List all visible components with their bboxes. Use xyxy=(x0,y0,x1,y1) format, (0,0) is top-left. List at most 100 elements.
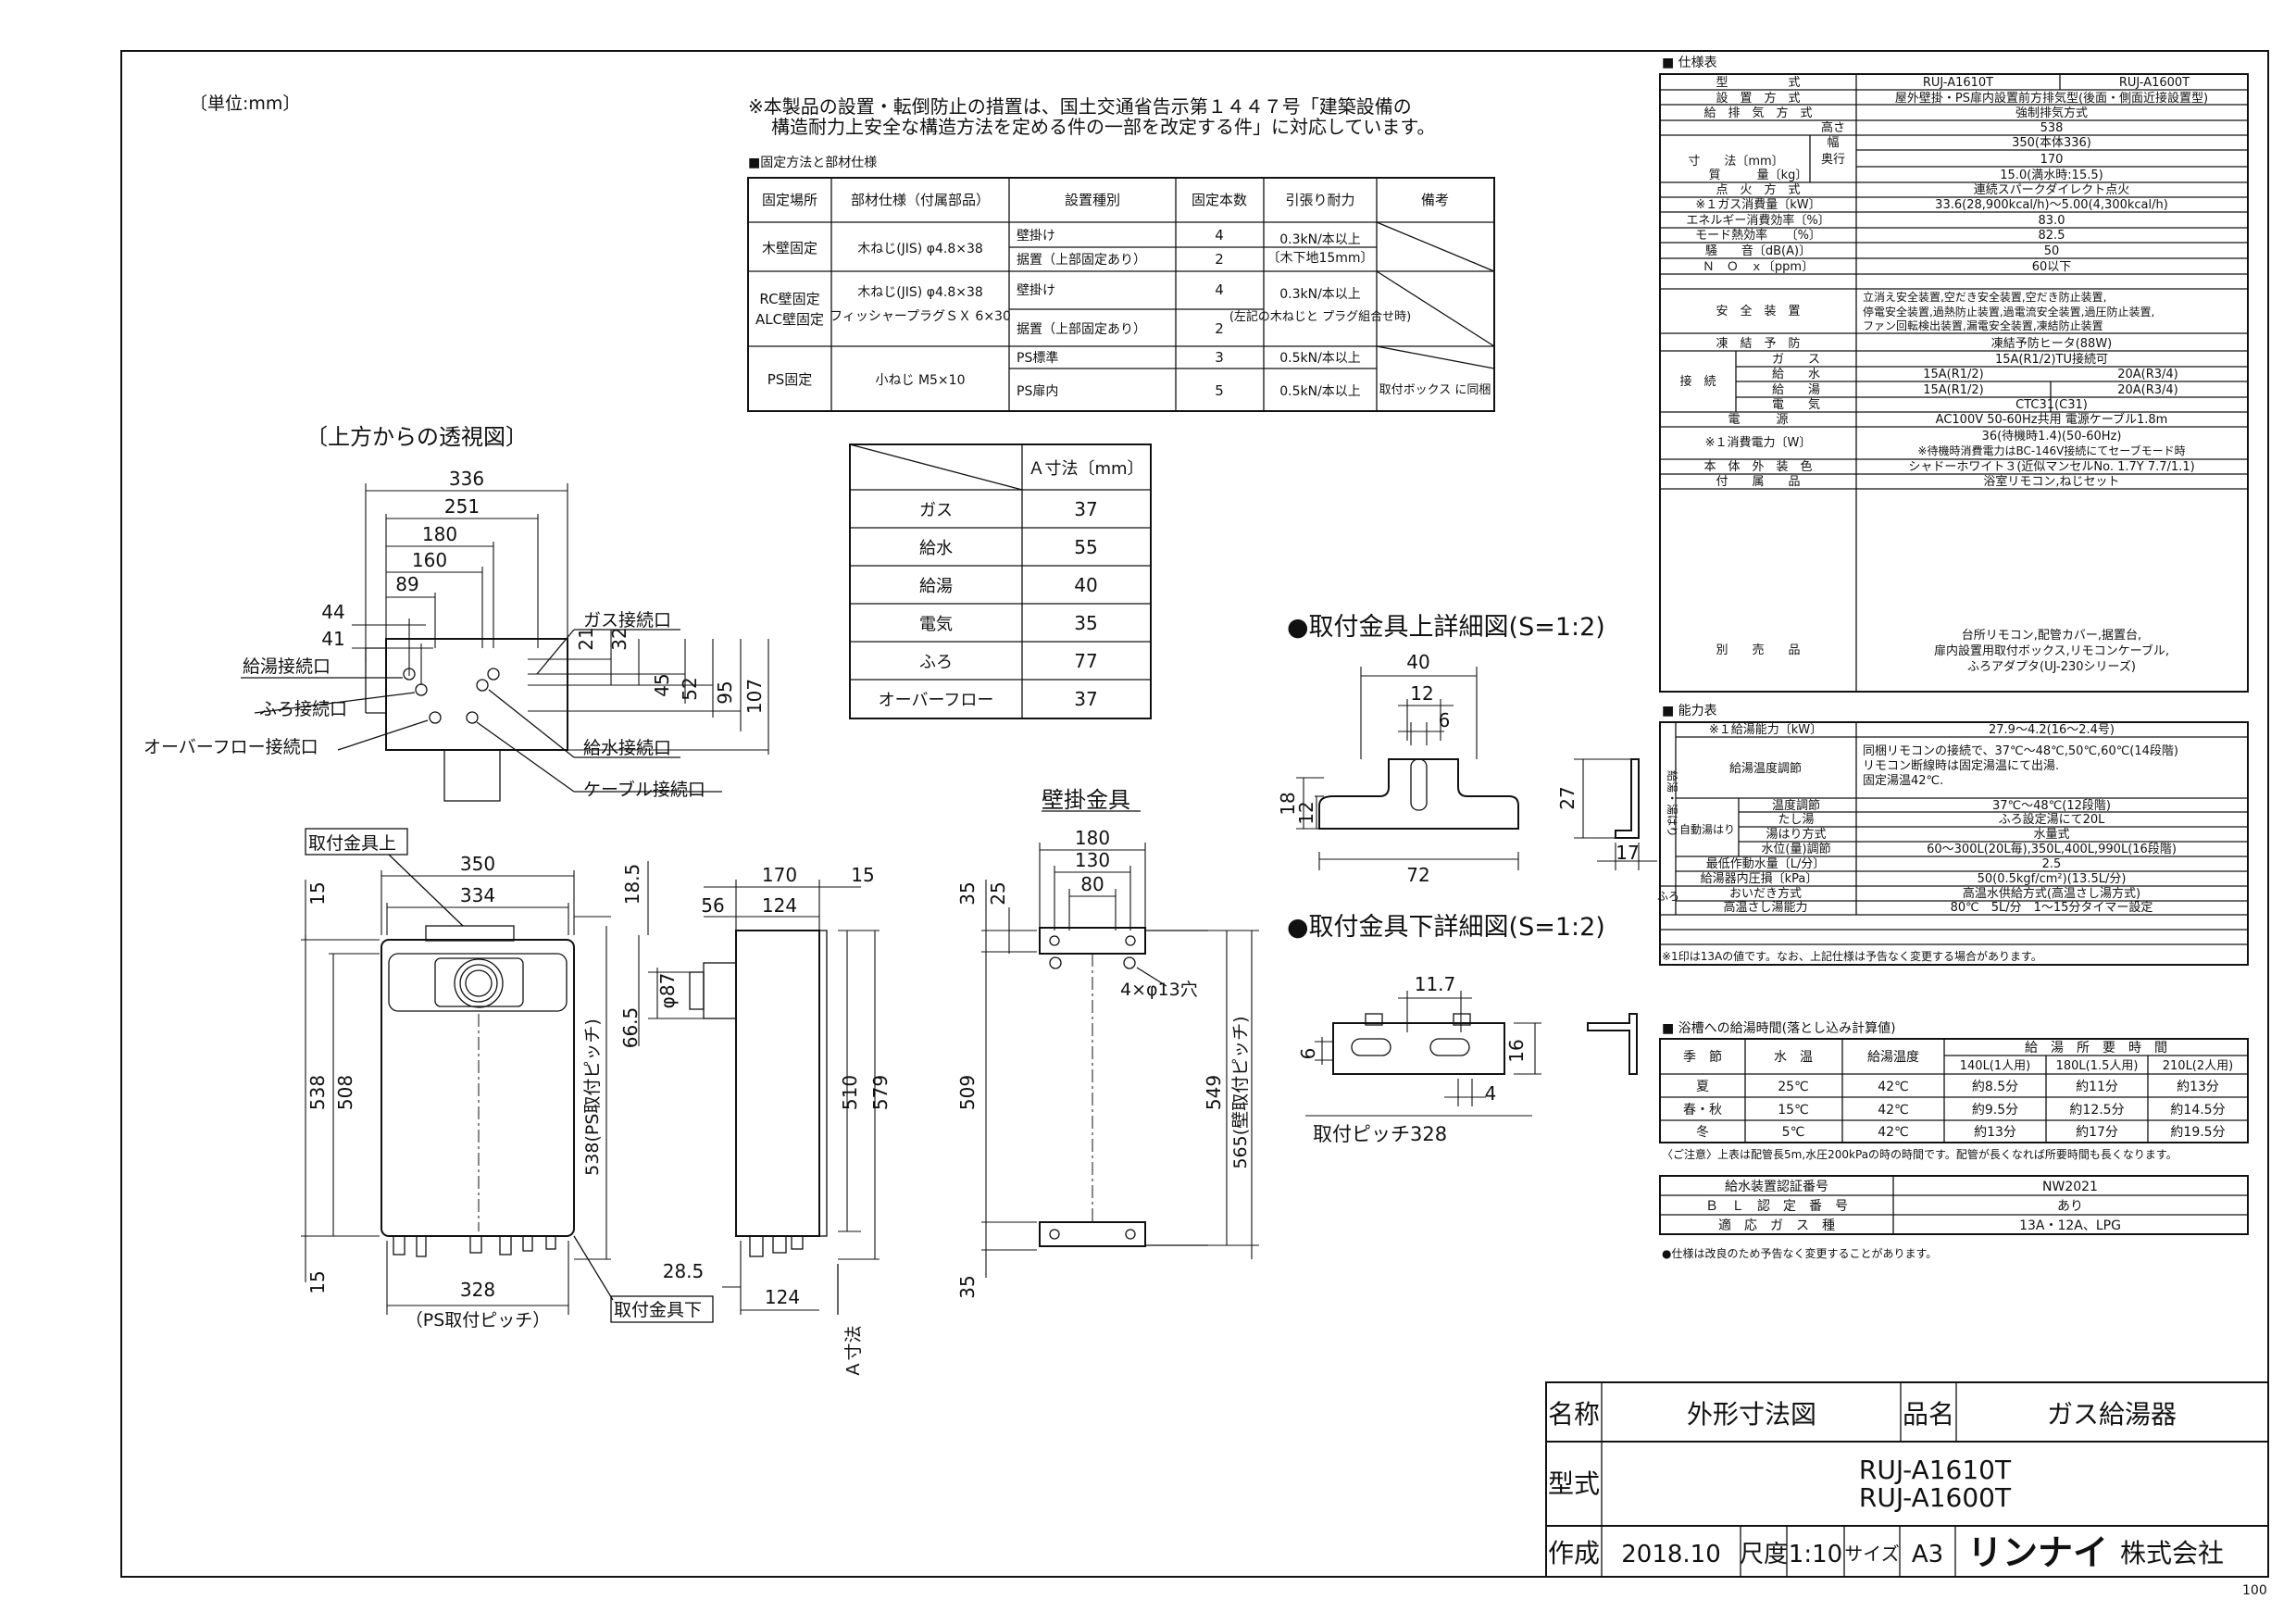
svg-text:509: 509 xyxy=(956,1075,979,1110)
svg-text:35: 35 xyxy=(956,881,979,905)
svg-text:27.9～4.2(16～2.4号): 27.9～4.2(16～2.4号) xyxy=(1989,723,2115,737)
svg-text:点 火 方 式: 点 火 方 式 xyxy=(1716,182,1800,197)
svg-text:高さ: 高さ xyxy=(1821,120,1845,135)
label-overflow-connection: オーバーフロー接続口 xyxy=(144,737,318,757)
svg-text:扉内設置用取付ボックス,リモコンケーブル,: 扉内設置用取付ボックス,リモコンケーブル, xyxy=(1934,643,2169,658)
svg-text:56: 56 xyxy=(701,894,724,917)
svg-text:251: 251 xyxy=(444,495,480,518)
unit-note: 〔単位:mm〕 xyxy=(190,94,300,114)
notice-line-2: 構造耐力上安全な構造方法を定める件の一部を改定する件」に対応しています。 xyxy=(771,116,1435,138)
fill-time-table: ■ 浴槽への給湯時間(落とし込み計算値) 季 節 水 温 給湯温度 給 湯 所 … xyxy=(1659,1020,2249,1161)
svg-text:約8.5分: 約8.5分 xyxy=(1972,1080,2018,1094)
svg-text:モード熱効率 〔%〕: モード熱効率 〔%〕 xyxy=(1695,228,1821,243)
svg-text:180: 180 xyxy=(1075,827,1110,849)
svg-text:20A(R3/4): 20A(R3/4) xyxy=(2117,383,2178,397)
svg-text:※待機時消費電力はBC-146V接続にてセーブモード時: ※待機時消費電力はBC-146V接続にてセーブモード時 xyxy=(1917,443,2185,457)
fix-header-parts: 部材仕様（付属部品） xyxy=(851,192,990,208)
title-model-1: RUJ-A1610T xyxy=(1859,1455,2012,1485)
label-mount-pitch: 取付ピッチ328 xyxy=(1313,1123,1447,1145)
label-bracket-bottom: 取付金具下 xyxy=(614,1300,702,1320)
svg-text:15: 15 xyxy=(306,1270,329,1293)
svg-text:木ねじ(JIS) φ4.8×38: 木ねじ(JIS) φ4.8×38 xyxy=(857,285,983,300)
spec-title: ■ 仕様表 xyxy=(1662,56,1717,70)
svg-text:32: 32 xyxy=(608,627,630,650)
svg-text:12: 12 xyxy=(1410,682,1433,705)
svg-text:15℃: 15℃ xyxy=(1778,1103,1809,1118)
svg-text:給湯: 給湯 xyxy=(919,577,953,596)
svg-text:124: 124 xyxy=(762,894,797,917)
svg-text:2.5: 2.5 xyxy=(2042,857,2062,871)
svg-text:35: 35 xyxy=(956,1275,979,1298)
svg-text:180L(1.5人用): 180L(1.5人用) xyxy=(2056,1059,2139,1073)
svg-text:35: 35 xyxy=(1074,612,1097,634)
svg-text:あり: あり xyxy=(2057,1199,2083,1214)
svg-text:付 属 品: 付 属 品 xyxy=(1716,475,1800,489)
svg-text:給 排 気 方 式: 給 排 気 方 式 xyxy=(1703,106,1812,120)
svg-text:510: 510 xyxy=(839,1075,861,1110)
label-gas-connection: ガス接続口 xyxy=(583,610,671,631)
capacity-table: ■ 能力表 給湯・湯はり 自動湯はり ふろ ※１給湯能力〔kW〕 27.9～4.… xyxy=(1657,704,2249,966)
svg-text:3: 3 xyxy=(1215,349,1224,366)
svg-text:給 水: 給 水 xyxy=(1772,368,1820,381)
a-table-header: Ａ寸法〔mm〕 xyxy=(1028,459,1143,479)
svg-text:13A・12A、LPG: 13A・12A、LPG xyxy=(2019,1218,2121,1233)
svg-text:小ねじ M5×10: 小ねじ M5×10 xyxy=(876,373,966,388)
svg-text:水量式: 水量式 xyxy=(2033,828,2069,842)
svg-text:約13分: 約13分 xyxy=(1974,1125,2016,1140)
svg-text:60～300L(20L毎),350L,400L,990L(1: 60～300L(20L毎),350L,400L,990L(16段階) xyxy=(1927,842,2177,856)
svg-text:給 湯: 給 湯 xyxy=(1772,383,1820,397)
svg-text:水 温: 水 温 xyxy=(1774,1050,1813,1065)
a-dimension-table: Ａ寸法〔mm〕 ガス 37 給水 55 給湯 40 電気 35 ふろ 77 オー… xyxy=(849,443,1152,719)
svg-text:4: 4 xyxy=(1215,281,1224,298)
svg-text:給水: 給水 xyxy=(919,539,953,558)
svg-text:2: 2 xyxy=(1215,251,1224,268)
fix-header-note: 備考 xyxy=(1421,192,1449,208)
maker-logo: リンナイ xyxy=(1967,1532,2108,1573)
svg-text:取付ボックス に同梱: 取付ボックス に同梱 xyxy=(1379,383,1491,397)
bracket-bottom-title: ●取付金具下詳細図(S=1:2) xyxy=(1287,913,1605,942)
svg-text:幅: 幅 xyxy=(1827,136,1839,150)
svg-text:0.5kN/本以上: 0.5kN/本以上 xyxy=(1279,384,1361,399)
label-a-dimension: Ａ寸法 xyxy=(843,1325,864,1378)
svg-text:温度調節: 温度調節 xyxy=(1772,798,1820,813)
svg-text:フィッシャープラグＳＸ 6×30: フィッシャープラグＳＸ 6×30 xyxy=(830,309,1011,324)
svg-text:ガ ス: ガ ス xyxy=(1772,353,1820,367)
svg-text:ALC壁固定: ALC壁固定 xyxy=(755,311,824,328)
svg-text:42℃: 42℃ xyxy=(1878,1103,1909,1118)
svg-text:4: 4 xyxy=(1215,227,1224,244)
svg-text:質 量〔kg〕: 質 量〔kg〕 xyxy=(1709,169,1808,182)
svg-text:ガス: ガス xyxy=(919,501,953,520)
bracket-bottom-detail: ●取付金具下詳細図(S=1:2) 11.7 6 16 4 取付ピッチ328 xyxy=(1287,913,1638,1145)
label-ps-pitch: （PS取付ピッチ） xyxy=(406,1310,551,1330)
svg-text:538: 538 xyxy=(2040,121,2064,135)
svg-text:40: 40 xyxy=(1406,651,1429,673)
svg-text:NW2021: NW2021 xyxy=(2042,1180,2098,1194)
svg-text:25℃: 25℃ xyxy=(1778,1080,1809,1094)
svg-text:336: 336 xyxy=(449,468,484,490)
svg-text:72: 72 xyxy=(1406,864,1429,886)
spec-table: ■ 仕様表 型 式 RUJ-A1610T RUJ-A1600 xyxy=(1659,56,2249,693)
svg-text:PS固定: PS固定 xyxy=(767,371,813,388)
svg-text:※１消費電力〔W〕: ※１消費電力〔W〕 xyxy=(1705,436,1812,450)
maker-suffix: 株式会社 xyxy=(2120,1538,2224,1568)
notice-line-1: ※本製品の設置・転倒防止の措置は、国土交通省告示第１４４７号「建築設備の xyxy=(748,95,1412,118)
svg-text:37℃～48℃(12段階): 37℃～48℃(12段階) xyxy=(1992,799,2111,813)
svg-text:508: 508 xyxy=(334,1075,356,1110)
svg-text:Ｂ Ｌ 認 定 番 号: Ｂ Ｌ 認 定 番 号 xyxy=(1705,1199,1848,1214)
svg-text:おいだき方式: おいだき方式 xyxy=(1729,886,1802,901)
svg-text:凍 結 予 防: 凍 結 予 防 xyxy=(1716,336,1800,351)
svg-text:6: 6 xyxy=(1439,709,1451,731)
svg-text:約12.5分: 約12.5分 xyxy=(2069,1103,2124,1118)
svg-text:37: 37 xyxy=(1074,498,1097,520)
svg-text:4: 4 xyxy=(1485,1082,1497,1105)
fill-time-note: 〈ご注意〉上表は配管長5m,水圧200kPaの時の時間です。配管が長くなれば所要… xyxy=(1662,1147,2177,1161)
svg-text:16: 16 xyxy=(1505,1039,1528,1062)
svg-text:ファン回転検出装置,漏電安全装置,凍結防止装置: ファン回転検出装置,漏電安全装置,凍結防止装置 xyxy=(1863,319,2103,332)
svg-text:180: 180 xyxy=(422,523,457,545)
svg-text:水位(量)調節: 水位(量)調節 xyxy=(1761,843,1830,856)
svg-text:奥行: 奥行 xyxy=(1821,153,1845,167)
svg-text:給湯・湯はり: 給湯・湯はり xyxy=(1666,770,1678,837)
svg-text:140L(1人用): 140L(1人用) xyxy=(1960,1059,2030,1073)
svg-text:〔木下地15mm〕: 〔木下地15mm〕 xyxy=(1267,251,1373,266)
